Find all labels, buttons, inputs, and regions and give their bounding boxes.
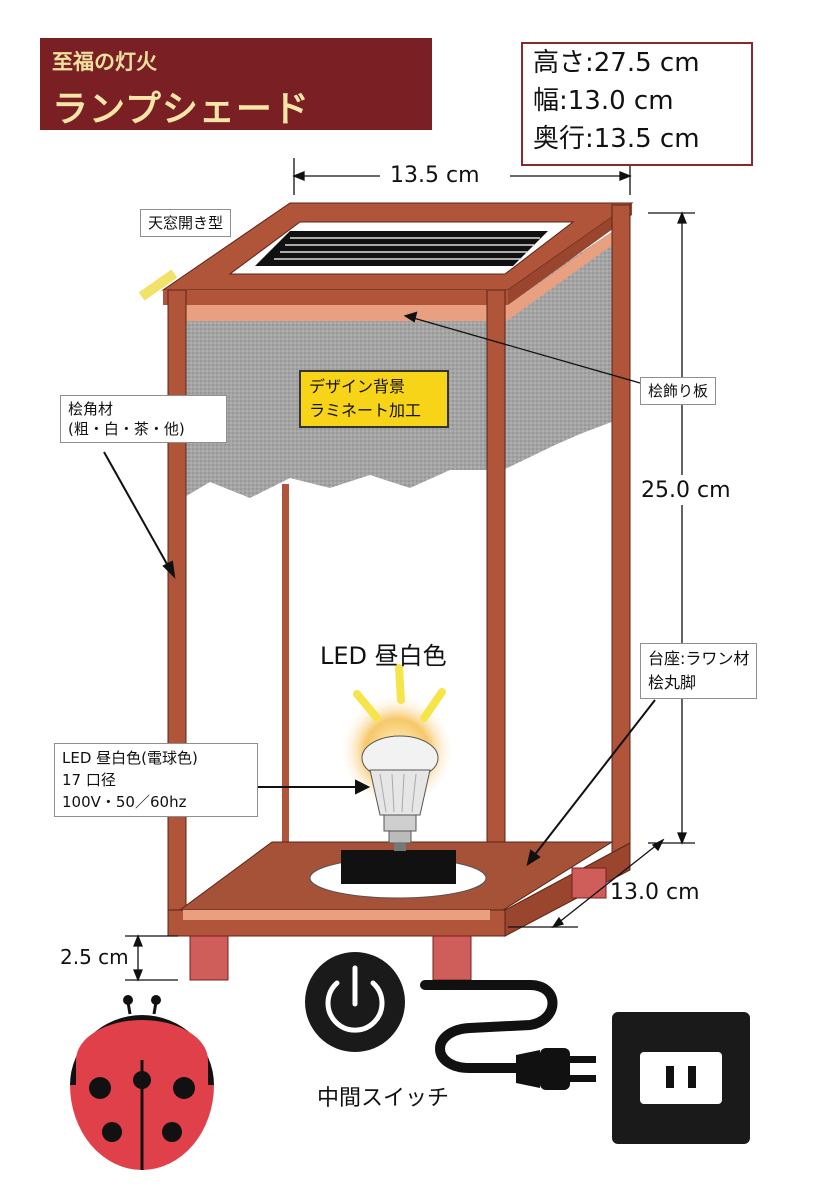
base-line1: 台座:ラワン材 [648,649,750,668]
design-line1: デザイン背景 [309,377,406,396]
top-cap-side [508,203,632,305]
corner-wood-line1: 桧角材 [68,400,114,418]
leg-front-right [432,935,472,981]
base-side [504,842,631,937]
deco-board-label: 桧飾り板 [640,377,717,405]
switch-label: 中間スイッチ [317,1086,450,1111]
ladybug-icon [70,995,214,1170]
leg-front-left [189,935,229,981]
title-subtitle: 至福の灯火 [52,49,157,74]
bulb-line3: 100V・50／60hz [62,793,187,811]
side-height-label: 25.0 cm [641,478,731,503]
title-banner: 至福の灯火 ランプシェード [40,38,432,130]
bulb-line1: LED 昼白色(電球色) [62,749,198,767]
dim-depth: 奥行:13.5 cm [533,124,700,154]
design-line2: ラミネート加工 [309,401,422,420]
deco-board [180,305,508,321]
front-right-post [486,289,506,931]
bottom-depth-label: 13.0 cm [610,880,700,905]
skylight-vent [255,231,548,266]
corner-wood-label: 桧角材 (粗・白・茶・他) [60,395,227,443]
power-cord [420,980,558,1073]
led-bulb [339,664,455,851]
front-left-post [167,289,187,931]
bulb-line2: 17 口径 [62,771,116,789]
leg-back-right [571,867,607,899]
back-post [282,484,289,844]
bulb-spec-label: LED 昼白色(電球色) 17 口径 100V・50／60hz [54,743,258,817]
tape-mark [138,269,178,301]
dimensions-box: 高さ:27.5 cm 幅:13.0 cm 奥行:13.5 cm [521,42,753,166]
dim-width: 幅:13.0 cm [533,86,674,116]
power-plug [516,1048,596,1090]
skylight-label: 天窓開き型 [140,209,232,237]
back-right-post [611,204,631,861]
base-front-trim [183,910,490,920]
top-width-label: 13.5 cm [390,163,480,188]
deco-board-side [508,225,622,320]
power-switch [305,952,405,1052]
leg-height-label: 2.5 cm [60,945,129,969]
title-main: ランプシェード [52,88,310,130]
led-title: LED 昼白色 [320,642,447,670]
corner-wood-line2: (粗・白・茶・他) [68,420,185,438]
annotation-arrows [103,311,656,867]
base-line2: 桧丸脚 [648,673,697,692]
wall-outlet [612,1012,750,1144]
top-front-rail [163,290,508,305]
socket-base [341,850,456,884]
dim-height: 高さ:27.5 cm [533,48,700,78]
base-material-label: 台座:ラワン材 桧丸脚 [640,643,758,699]
design-background-label: デザイン背景 ラミネート加工 [299,370,449,428]
